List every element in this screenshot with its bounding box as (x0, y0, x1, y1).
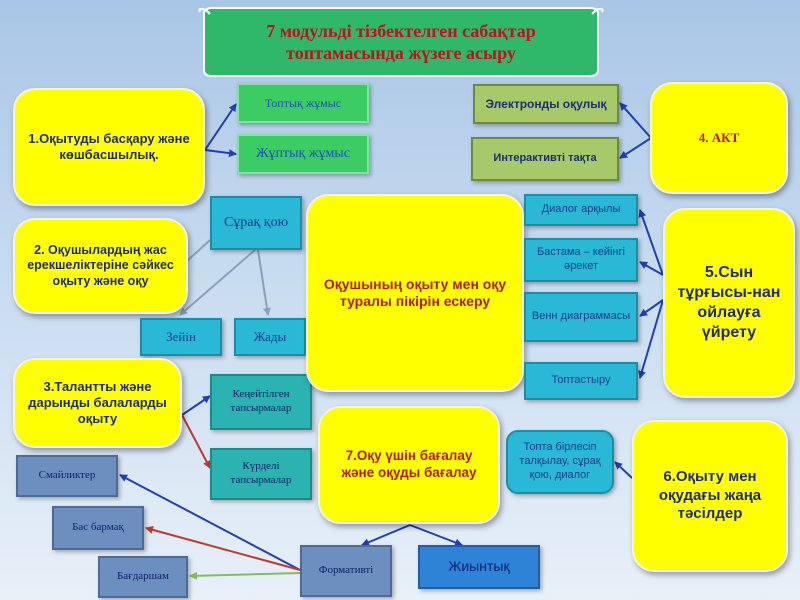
module-2-age-features: 2. Оқушылардың жас ерекшеліктеріне сәйке… (13, 218, 188, 314)
interactive-board-box: Интерактивті тақта (471, 137, 619, 181)
venn-label: Венн диаграммасы (531, 310, 631, 323)
extended-tasks-box: Кеңейтілген тапсырмалар (210, 374, 312, 430)
arrow-question-attention (179, 249, 256, 316)
arrow-m4-etextbook (619, 102, 652, 139)
clustering-box: Топтастыру (524, 362, 638, 400)
pair-work-label: Жұптық жұмыс (255, 146, 350, 162)
arrow-formative-smileys (119, 474, 301, 571)
arrow-m5-venn (639, 299, 664, 317)
group-discussion-box: Топта бірлесіп талқылау, сұрақ қою, диал… (506, 430, 614, 494)
attention-box: Зейін (140, 318, 222, 356)
group-discussion-label: Топта бірлесіп талқылау, сұрақ қою, диал… (519, 441, 601, 481)
e-textbook-box: Электронды оқулық (473, 84, 619, 124)
extended-tasks-label: Кеңейтілген тапсырмалар (230, 388, 292, 414)
arrow-m7-formative (361, 524, 411, 546)
memory-box: Жады (234, 318, 306, 356)
traffic-light-label: Бағдаршам (116, 570, 169, 583)
arrow-m7-summative (409, 524, 463, 547)
module-7-assessment: 7.Оқу үшін бағалау және оқуды бағалау (318, 406, 500, 524)
module-3-gifted: 3.Талантты және дарынды балаларды оқыту (13, 358, 182, 448)
questioning-label: Сұрақ қою (223, 215, 289, 231)
formative-box: Формативті (300, 545, 392, 597)
pair-work-box: Жұптық жұмыс (237, 134, 369, 174)
arrow-m5-dialogue (638, 209, 664, 276)
arrow-question-memory (257, 249, 271, 316)
page-title-line2: топтамасында жүзеге асыру (286, 43, 516, 63)
dialogue-box: Диалог арқылы (524, 194, 638, 226)
arrow-m1-group (204, 103, 237, 151)
module-6-new-approaches: 6.Оқыту мен оқудағы жаңа тәсілдер (632, 420, 788, 572)
module-1-label: 1.Оқытуды басқару және көшбасшылық. (28, 130, 190, 162)
arrow-m1-pair (204, 149, 237, 158)
arrow-m5-cluster (638, 299, 664, 379)
memory-label: Жады (253, 328, 287, 344)
formative-label: Формативті (318, 564, 374, 577)
arrow-m5-bastama (639, 261, 664, 276)
interactive-board-label: Интерактивті тақта (493, 152, 597, 165)
module-5-critical-thinking: 5.Сын тұрғысы-нан ойлауға үйрету (663, 208, 795, 398)
arrow-m4-board (619, 137, 652, 159)
complex-tasks-label: Күрделі тапсырмалар (230, 460, 292, 486)
attention-label: Зейін (166, 328, 196, 344)
banner-shape (198, 7, 604, 77)
module-4-ict: 4. АКТ (650, 82, 788, 194)
summative-label: Жиынтық (448, 558, 510, 575)
page-title-line1: 7 модульді тізбектелген сабақтар (266, 20, 536, 41)
questioning-box: Сұрақ қою (210, 196, 302, 250)
summative-box: Жиынтық (418, 545, 540, 589)
bastama-box: Бастама – кейінгі әрекет (524, 238, 638, 282)
dialogue-label: Диалог арқылы (541, 203, 621, 216)
clustering-label: Топтастыру (551, 374, 611, 387)
arrow-m3-complex (181, 414, 211, 469)
module-6-label: 6.Оқыту мен оқудағы жаңа тәсілдер (658, 467, 762, 523)
center-student-voice: Оқушының оқыту мен оқу туралы пікірін ес… (306, 194, 524, 392)
module-2-label: 2. Оқушылардың жас ерекшеліктеріне сәйке… (27, 242, 174, 288)
module-4-label: 4. АКТ (698, 129, 740, 145)
smileys-label: Смайликтер (38, 469, 96, 482)
arrow-m3-extended (181, 395, 211, 416)
module-5-label: 5.Сын тұрғысы-нан ойлауға үйрету (677, 264, 781, 341)
e-textbook-label: Электронды оқулық (485, 96, 607, 111)
traffic-light-box: Бағдаршам (98, 556, 188, 598)
line-m2-question (185, 239, 211, 263)
thumb-box: Бас бармақ (52, 506, 144, 550)
module-3-label: 3.Талантты және дарынды балаларды оқыту (28, 378, 167, 427)
venn-box: Венн диаграммасы (524, 292, 638, 342)
center-label: Оқушының оқыту мен оқу туралы пікірін ес… (323, 275, 507, 310)
bastama-label: Бастама – кейінгі әрекет (537, 246, 625, 272)
module-7-label: 7.Оқу үшін бағалау және оқуды бағалау (341, 448, 477, 480)
arrow-formative-thumb (145, 525, 301, 571)
title-banner: 7 модульді тізбектелген сабақтар топтама… (198, 6, 604, 78)
group-work-box: Топтық жұмыс (237, 83, 369, 123)
arrow-formative-traffic (189, 571, 301, 580)
smileys-box: Смайликтер (16, 455, 118, 497)
group-work-label: Топтық жұмыс (264, 95, 342, 110)
thumb-label: Бас бармақ (72, 521, 124, 534)
complex-tasks-box: Күрделі тапсырмалар (210, 448, 312, 500)
arrow-m6-discussion (614, 461, 633, 479)
module-1-leadership: 1.Оқытуды басқару және көшбасшылық. (13, 88, 205, 206)
